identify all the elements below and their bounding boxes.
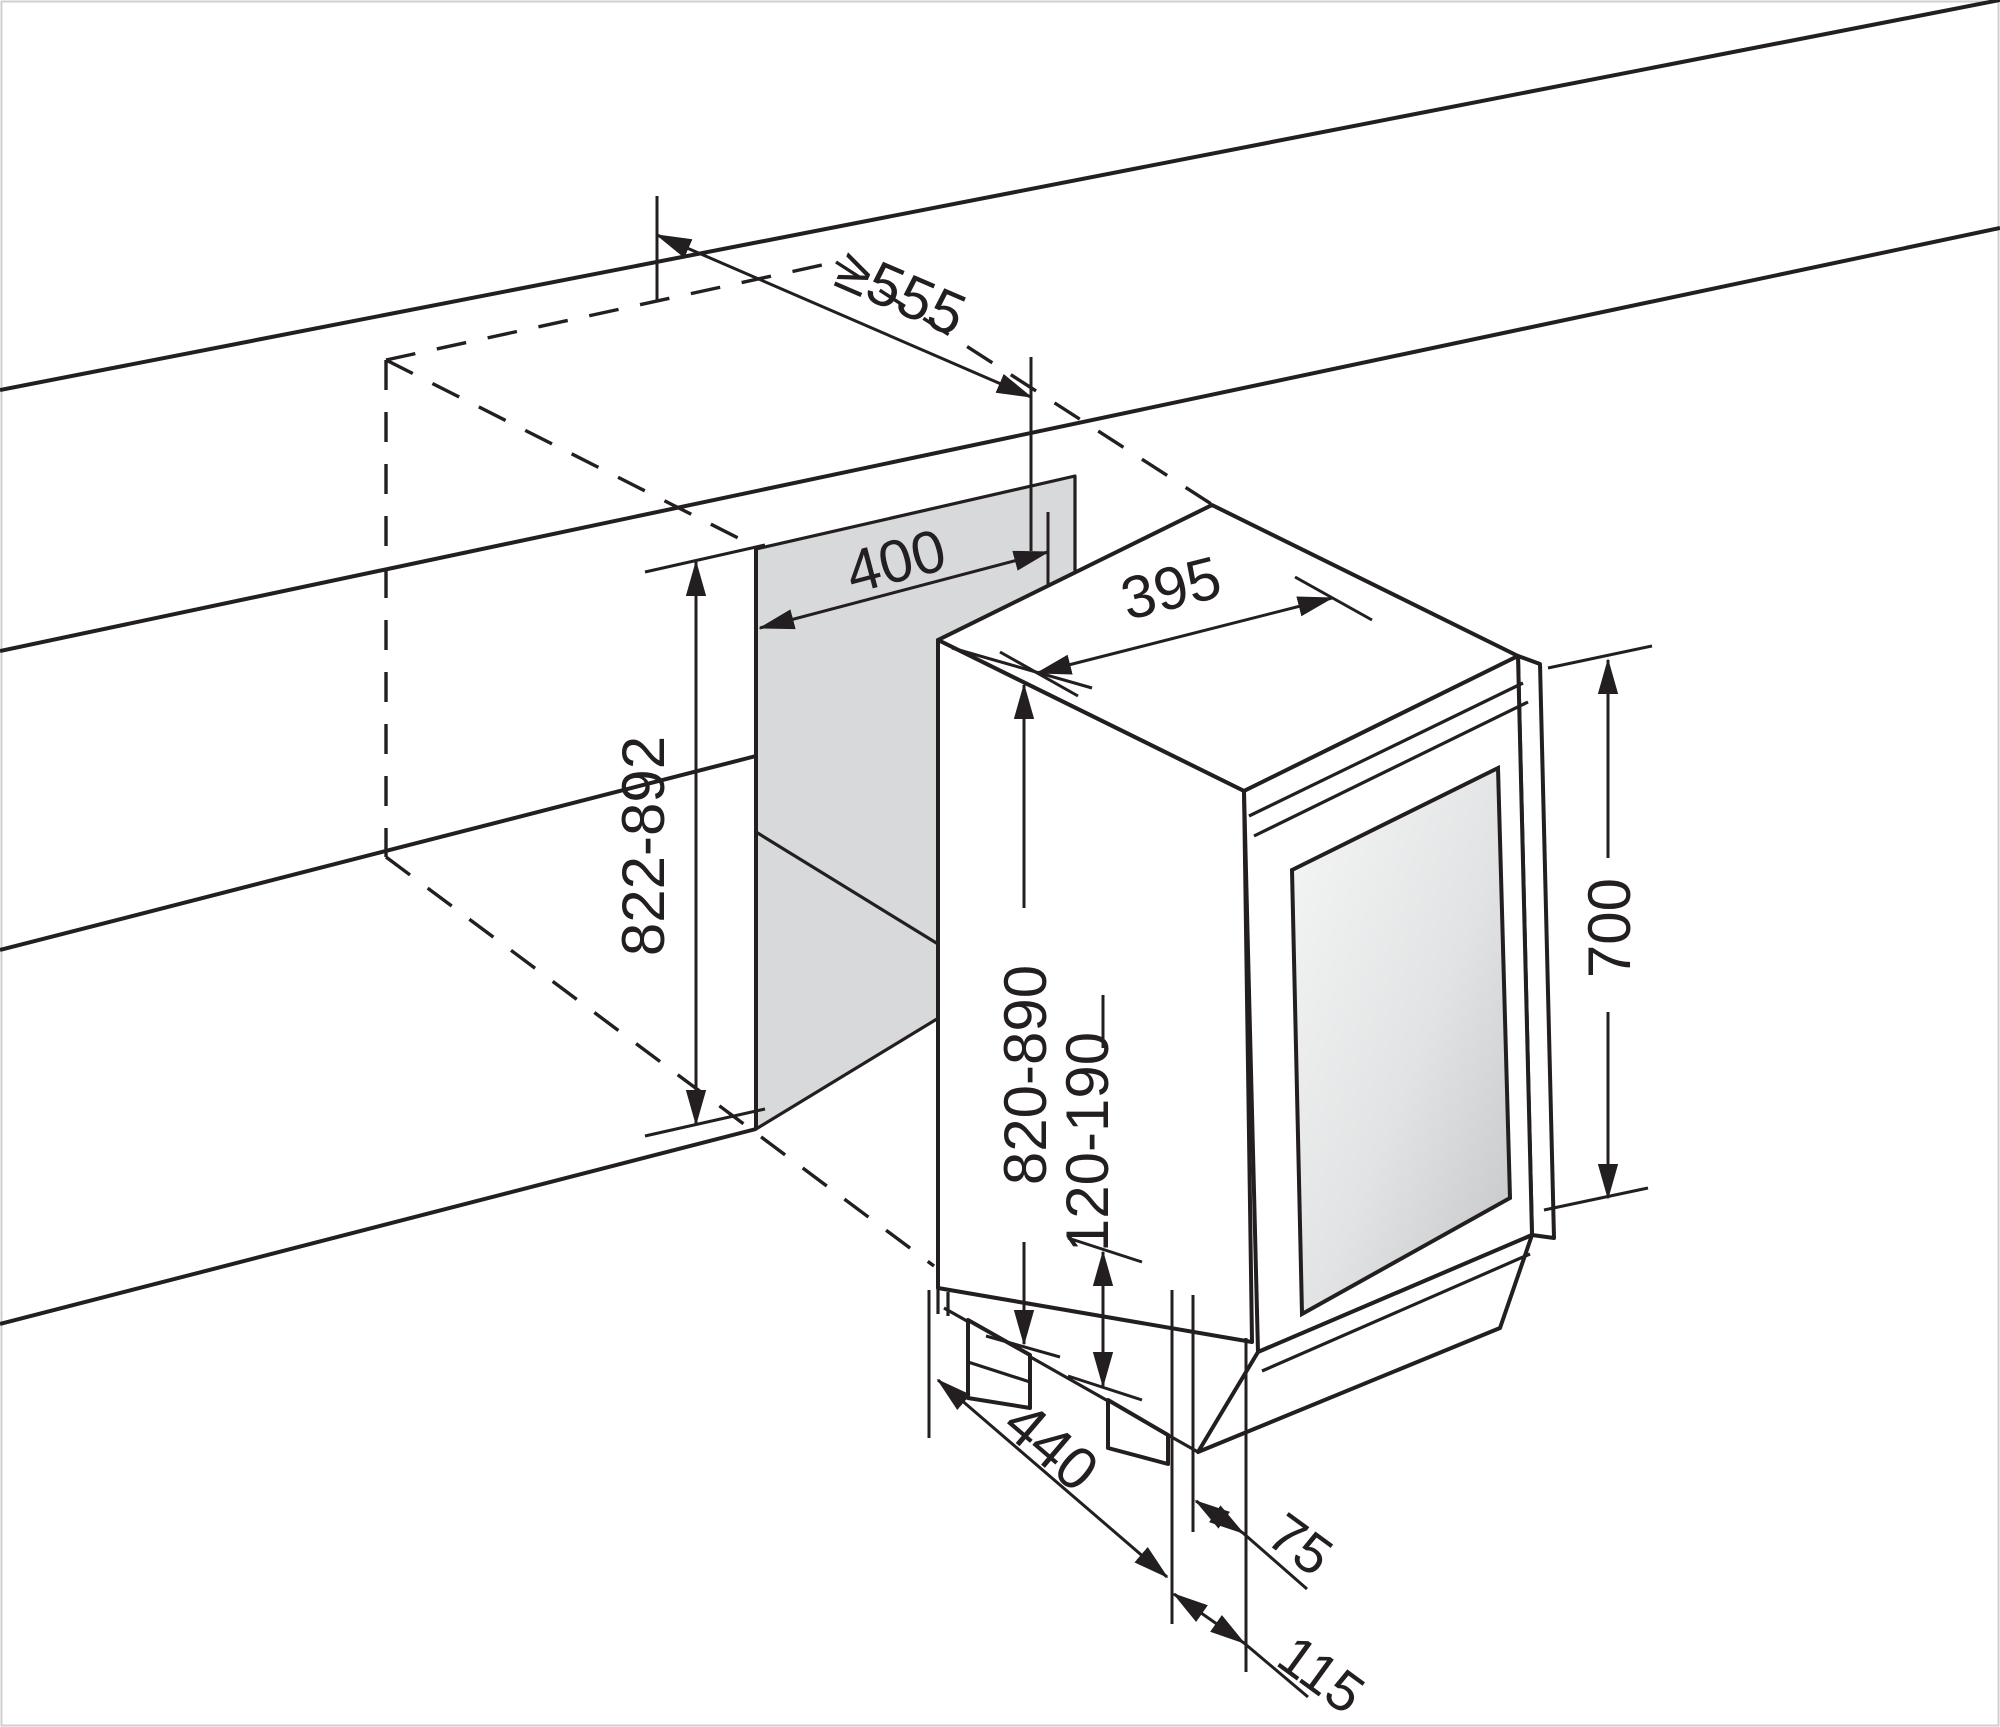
dim-niche-height-label: 822-892	[610, 736, 677, 956]
door-top-frame-line-1	[1248, 681, 1524, 818]
dim-niche-height-tick-top	[644, 543, 766, 574]
dim-base-height: 120-190	[1054, 995, 1143, 1402]
door-glass	[1289, 764, 1513, 1318]
dim-niche-width-line	[758, 550, 1050, 630]
door-top-frame-line-2	[1253, 700, 1529, 838]
door-bottom-edge-line	[1261, 1252, 1531, 1373]
dim-appliance-height: 820-890	[951, 646, 1093, 1359]
dim-base-height-tick-top	[1067, 1236, 1143, 1264]
wall-top-line	[0, 0, 2000, 392]
appliance-left-face	[936, 638, 1254, 1344]
niche-panel-seam-line	[755, 830, 939, 946]
dim-door-height-tick-bottom	[1543, 1186, 1649, 1212]
dim-base-depth-line	[936, 1378, 1169, 1579]
dim-offset-75-leader	[1242, 1531, 1308, 1591]
leveling-foot-rear-adjuster-line	[967, 1360, 1031, 1384]
appliance	[936, 503, 1556, 1466]
dim-door-height: 700	[1543, 644, 1653, 1212]
dim-appliance-height-tick-top	[951, 646, 1093, 690]
dim-offset-75-line	[1194, 1499, 1245, 1535]
dim-door-height-tick-top	[1547, 644, 1653, 670]
niche-bottom-depth-dashed	[384, 855, 936, 1268]
cabinet-bottom-rail-line	[0, 1127, 757, 1326]
dim-door-height-label: 700	[1576, 878, 1643, 978]
dim-appliance-height-label: 820-890	[992, 965, 1059, 1185]
dim-base-height-label: 120-190	[1054, 1032, 1121, 1252]
dim-offset-115-leader	[1243, 1641, 1309, 1699]
worktop-front-edge-line	[0, 226, 2000, 653]
cabinet-top-rail-line	[0, 754, 757, 952]
dim-niche-depth-line	[655, 233, 1033, 399]
dim-offset-115-line	[1172, 1592, 1246, 1645]
countertop-lines	[0, 0, 2000, 1326]
dim-appliance-height-tick-bottom	[985, 1334, 1061, 1359]
dim-appliance-width-line	[1035, 596, 1334, 675]
dim-niche-height: 822-892	[610, 543, 766, 1138]
